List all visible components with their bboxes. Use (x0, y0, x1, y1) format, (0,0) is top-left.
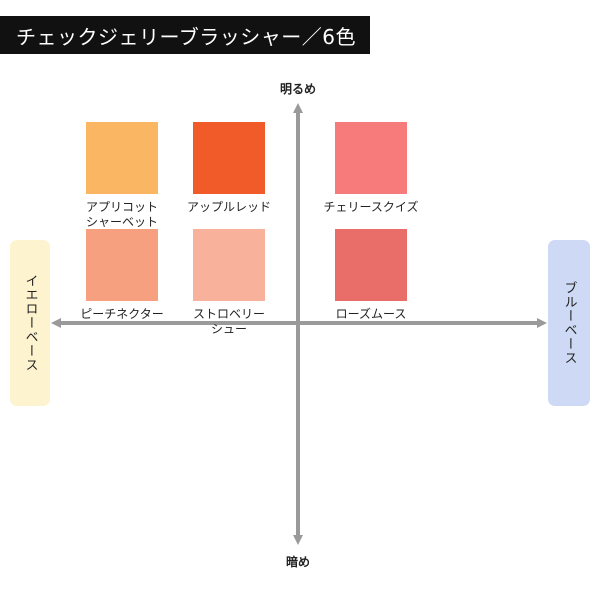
blue-base-box: ブルーベース (548, 240, 590, 406)
swatch-color (335, 122, 407, 194)
swatch-strawberry-chou: ストロベリー シュー (169, 229, 289, 337)
swatch-peach-nectar: ピーチネクター (62, 229, 182, 322)
swatch-color (86, 229, 158, 301)
swatch-label: アプリコット シャーベット (85, 200, 158, 229)
swatch-color (86, 122, 158, 194)
swatch-color (335, 229, 407, 301)
page-title-text: チェックジェリーブラッシャー／6色 (16, 24, 357, 49)
blue-base-label: ブルーベース (561, 281, 577, 365)
yellow-base-label: イエローベース (22, 274, 38, 372)
swatch-label: ピーチネクター (80, 307, 164, 321)
swatch-apple-red: アップルレッド (169, 122, 289, 215)
page-title: チェックジェリーブラッシャー／6色 (0, 16, 370, 54)
swatch-color (193, 229, 265, 301)
swatch-label: チェリースクイズ (323, 200, 419, 214)
swatch-label: アップルレッド (186, 200, 271, 214)
swatch-label: ローズムース (335, 307, 407, 321)
yellow-base-box: イエローベース (10, 240, 50, 406)
axis-label-bottom: 暗め (285, 555, 311, 569)
swatch-label: ストロベリー シュー (192, 307, 265, 336)
axis-label-top: 明るめ (279, 82, 317, 96)
swatch-rose-mousse: ローズムース (311, 229, 431, 322)
swatch-color (193, 122, 265, 194)
swatch-apricot-sherbet: アプリコット シャーベット (62, 122, 182, 230)
swatch-cherry-squeeze: チェリースクイズ (311, 122, 431, 215)
